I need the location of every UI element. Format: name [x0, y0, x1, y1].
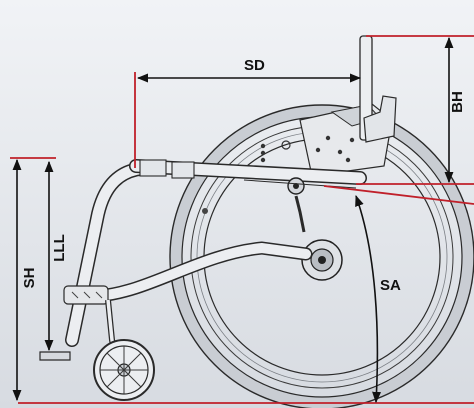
backrest-clamp	[363, 95, 397, 143]
frame	[39, 159, 367, 373]
dimension-lines	[12, 36, 454, 404]
sh-label: SH	[21, 268, 38, 289]
seat-angle-reference-line	[323, 185, 474, 205]
lll-label: LLL	[51, 234, 68, 262]
backrest-post	[359, 35, 397, 143]
footplate	[39, 351, 71, 361]
caster-wheel	[93, 339, 155, 401]
caster-housing	[63, 285, 109, 305]
sa-angle-arc	[355, 194, 382, 404]
reference-lines	[10, 35, 474, 404]
sa-label: SA	[380, 277, 401, 294]
sd-label: SD	[244, 57, 265, 74]
bh-label: BH	[449, 91, 466, 113]
